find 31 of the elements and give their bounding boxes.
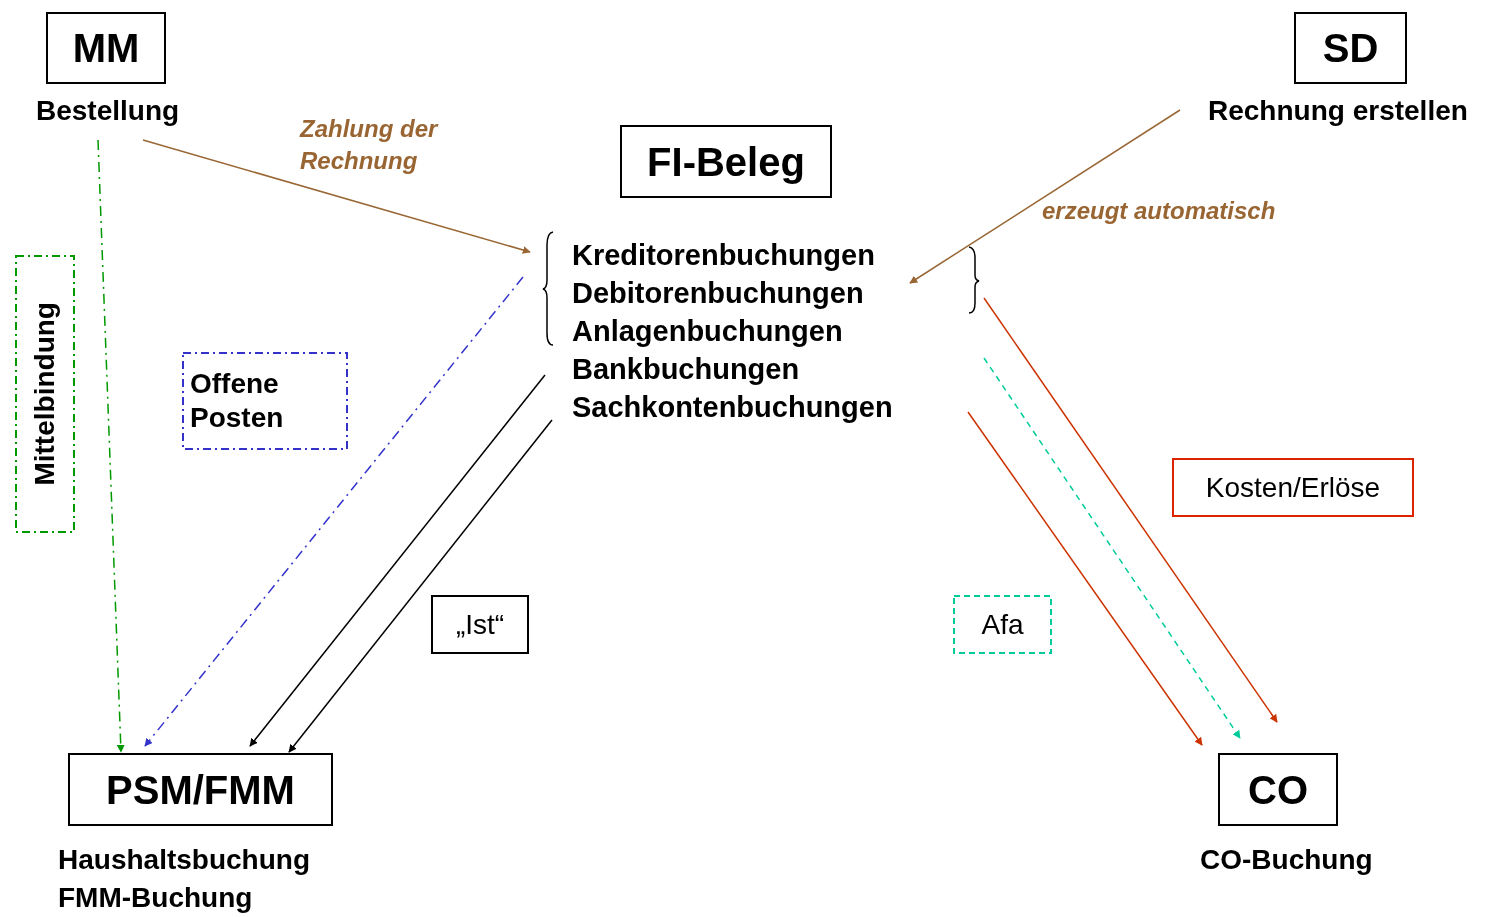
module-box: Kosten/Erlöse (1172, 458, 1414, 517)
arrow (97, 139, 125, 753)
module-caption: Bestellung (36, 97, 180, 125)
arrow (909, 109, 1181, 284)
module-box: FI-Beleg (620, 125, 832, 198)
arrow (142, 139, 531, 254)
arrow (967, 411, 1203, 746)
module-box: PSM/FMM (68, 753, 333, 826)
module-caption: FMM-Buchung (58, 884, 253, 912)
module-box: SD (1294, 12, 1407, 84)
arrow (144, 276, 524, 747)
arrow (983, 357, 1241, 739)
edge-label: erzeugt automatisch (1042, 196, 1276, 226)
arrow (983, 297, 1278, 723)
arrow (249, 374, 546, 747)
booking-type-text: Kreditorenbuchungen (572, 238, 876, 273)
module-caption: Rechnung erstellen (1208, 97, 1468, 125)
module-caption: Haushaltsbuchung (58, 846, 310, 874)
booking-type-text: Sachkontenbuchungen (572, 390, 893, 425)
module-box: „Ist“ (431, 595, 529, 654)
booking-type-text: Anlagenbuchungen (572, 314, 844, 349)
module-caption: CO-Buchung (1200, 846, 1373, 874)
module-box: Offene Posten (182, 352, 348, 450)
vertical-note-box: Mittelbindung (15, 255, 75, 533)
booking-type-text: Debitorenbuchungen (572, 276, 865, 311)
edge-label: Zahlung der Rechnung (300, 114, 440, 176)
booking-type-text: Bankbuchungen (572, 352, 801, 387)
module-box: Afa (953, 595, 1052, 654)
module-box: MM (46, 12, 166, 84)
module-box: CO (1218, 753, 1338, 826)
arrow (288, 419, 553, 753)
